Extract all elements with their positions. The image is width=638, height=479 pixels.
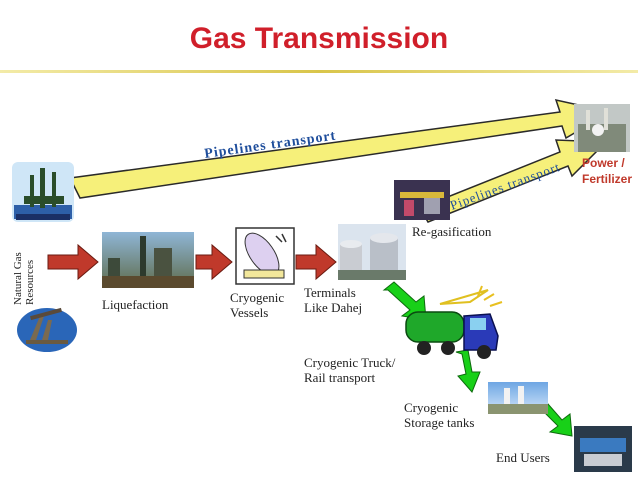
distribution-arrow-2 (455, 349, 481, 393)
cryogenic-truck-icon (405, 285, 503, 359)
flow-arrow-2 (195, 243, 233, 281)
end-users-label: End Users (496, 450, 550, 465)
power-fertilizer-label: Power / Fertilizer (582, 156, 633, 186)
flow-arrow-1 (47, 243, 99, 281)
truck-rail-label: Cryogenic Truck/ Rail transport (304, 355, 396, 385)
terminal-image (338, 224, 406, 280)
regasification-image (394, 180, 450, 220)
flow-arrow-3 (295, 243, 337, 281)
liquefaction-label: Liquefaction (102, 297, 169, 312)
flow-arrows (47, 243, 337, 281)
cryogenic-vessel-icon (235, 227, 295, 285)
terminals-label: Terminals Like Dahej (304, 285, 363, 315)
storage-tanks-image (488, 382, 548, 414)
liquefaction-plant-image (102, 232, 194, 288)
title-divider (0, 70, 638, 73)
pipeline-label-mid: Pipelines transport (448, 159, 562, 213)
oil-pump-icon (17, 307, 77, 352)
cryogenic-vessels-label: Cryogenic Vessels (230, 290, 285, 320)
pipeline-arrow-mid (418, 139, 608, 223)
end-users-image (574, 426, 632, 472)
power-plant-image (574, 104, 630, 152)
offshore-platform-icon (12, 162, 74, 222)
regasification-label: Re-gasification (412, 224, 492, 239)
page-title: Gas Transmission (189, 22, 449, 55)
storage-tanks-label: Cryogenic Storage tanks (404, 400, 475, 430)
natural-gas-resources-label: Natural Gas Resources (12, 252, 36, 305)
